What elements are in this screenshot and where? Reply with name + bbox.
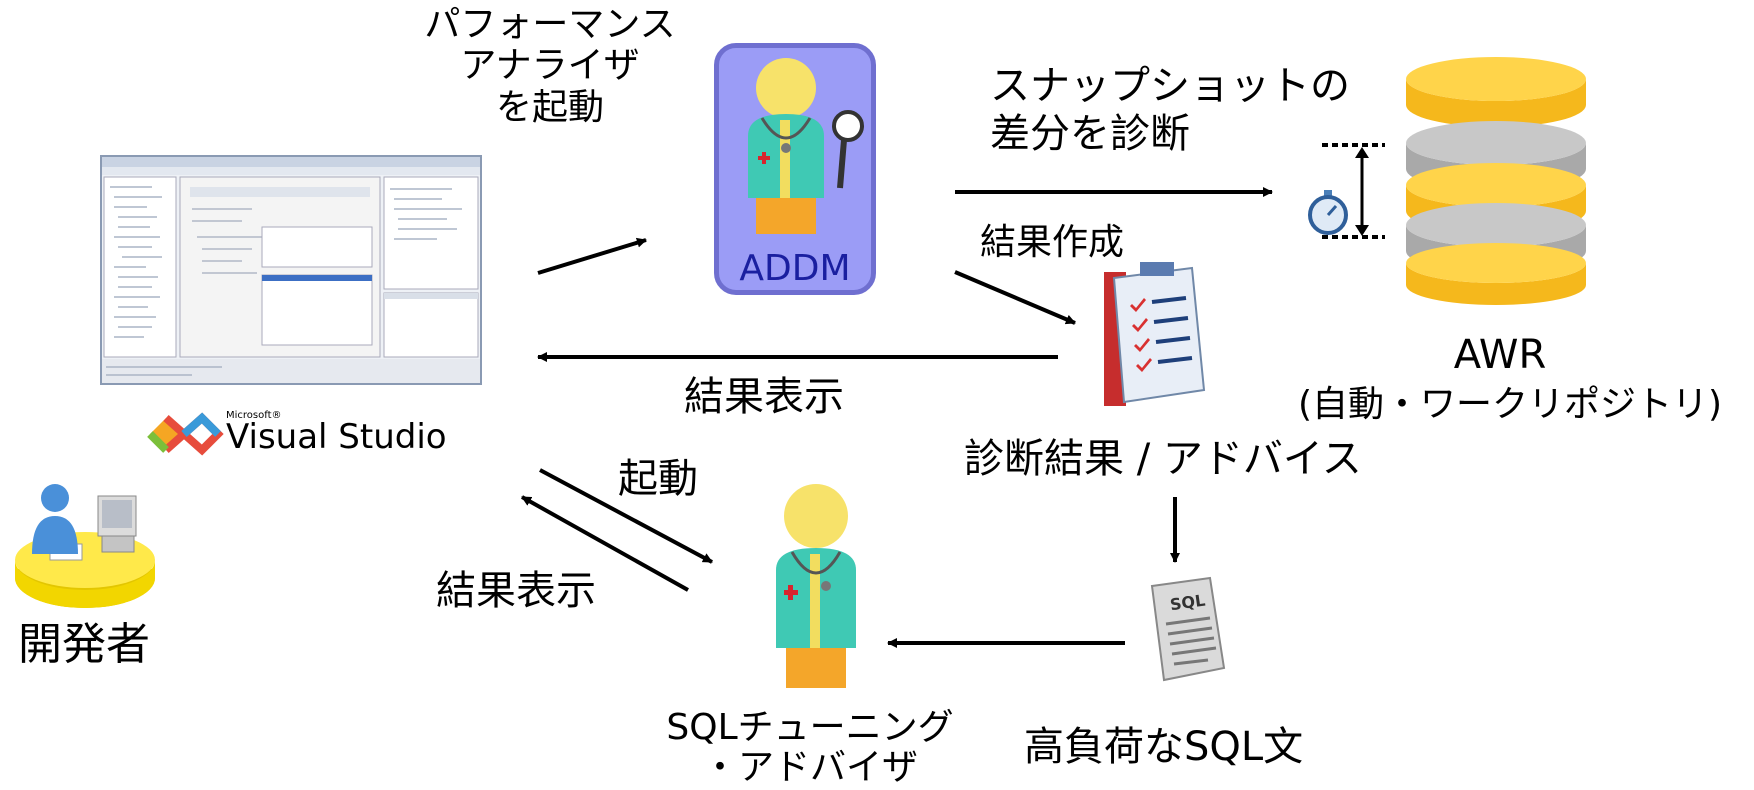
vs-brand-name: Visual Studio [226,417,447,457]
perf-analyzer-line3: を起動 [495,86,604,128]
developer-label: 開発者 [18,619,150,670]
arrow-show-result-bottom [521,495,689,592]
snapshot-line1: スナップショットの [990,63,1350,109]
visual-studio-screenshot [100,155,482,385]
doctor-icon [748,58,864,234]
snapshot-line2: 差分を診断 [990,111,1190,157]
high-load-sql-label: 高負荷なSQL文 [1024,724,1304,770]
sql-tuning-line2: ・アドバイザ [701,746,918,788]
show-result-bottom-label: 結果表示 [436,568,596,614]
doctor-icon-tuning [776,484,856,688]
perf-analyzer-line2: アナライザ [460,45,640,87]
snapshot-range-arrow-up [1355,147,1369,158]
create-result-label: 結果作成 [980,222,1125,263]
perf-analyzer-label: パフォーマンス アナライザ を起動 [420,4,680,128]
vs-brand-small: Microsoft® [226,410,282,421]
awr-subtitle: (自動・ワークリポジトリ) [1298,384,1723,425]
clipboard-checklist-icon [1104,262,1206,406]
diag-result-label: 診断結果 / アドバイス [964,436,1362,482]
arrow-launch-tuning [539,468,713,564]
visual-studio-logo-icon [147,412,224,456]
show-result-top-label: 結果表示 [684,374,844,420]
database-icon [1406,57,1586,305]
sql-tuning-line1: SQLチューニング [666,707,954,748]
snapshot-diagnose-label: スナップショットの 差分を診断 [990,62,1350,158]
awr-title: AWR [1453,332,1547,378]
sql-tuning-label: SQLチューニング ・アドバイザ [640,708,980,787]
sql-document-icon: SQL [1148,576,1226,682]
stopwatch-icon [1308,190,1348,235]
snapshot-range-arrow-down [1355,225,1369,236]
addm-label: ADDM [739,248,851,289]
arrow-create-result [954,270,1076,325]
developer-at-desk-icon [15,484,155,608]
perf-analyzer-line1: パフォーマンス [424,4,676,45]
arrow-launch-analyzer [537,237,647,275]
visual-studio-logo: Microsoft® Visual Studio [144,410,464,460]
addm-box: ADDM [714,43,876,295]
launch-label: 起動 [618,456,698,502]
